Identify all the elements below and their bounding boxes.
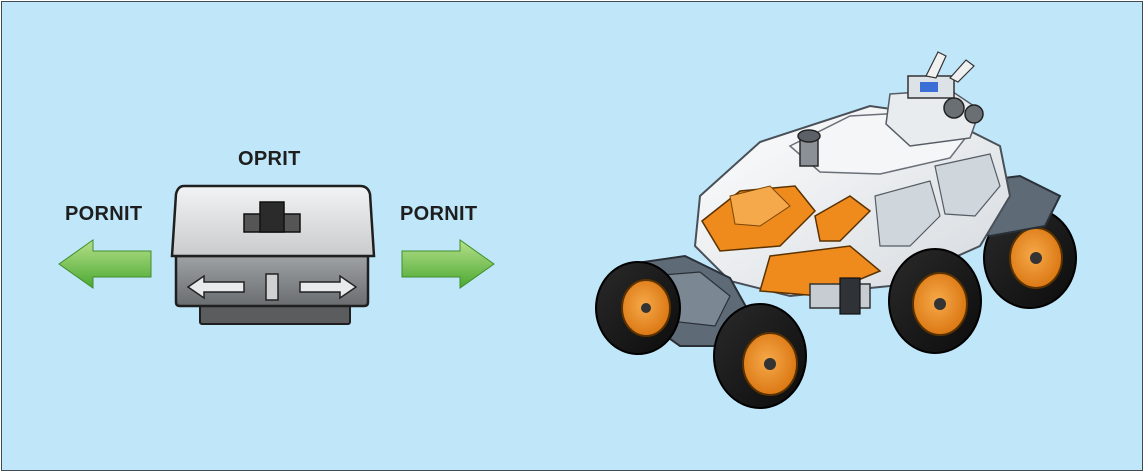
arrow-right-icon — [400, 238, 496, 290]
on-left-label: PORNIT — [65, 203, 142, 226]
slide-switch — [170, 180, 380, 330]
on-right-label: PORNIT — [400, 203, 477, 226]
rover-vehicle — [590, 46, 1085, 418]
wheel-front-left — [596, 262, 680, 354]
off-label: OPRIT — [238, 148, 301, 171]
wheel-front-right — [714, 304, 806, 408]
arrow-left-icon — [57, 238, 153, 290]
wheel-middle-right — [889, 249, 981, 353]
